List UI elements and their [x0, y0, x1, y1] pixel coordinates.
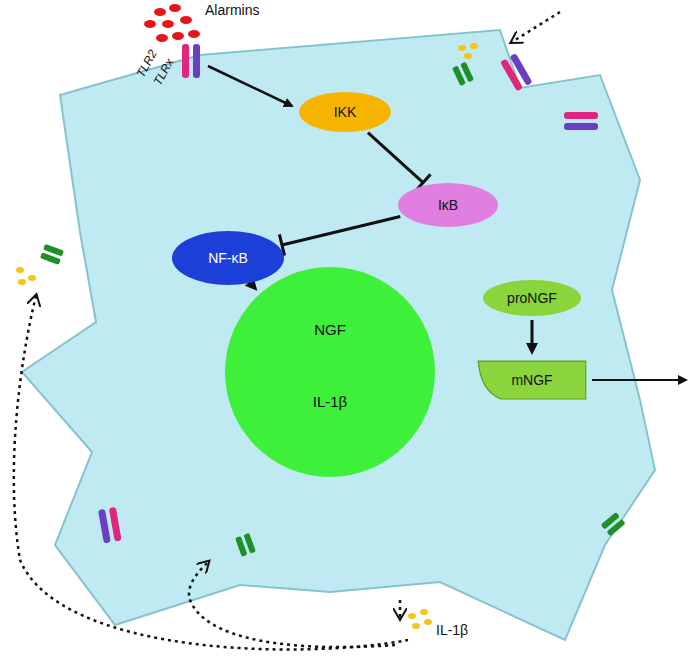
protein-node: mNGF — [476, 359, 588, 401]
dashed-arrows — [14, 12, 560, 650]
cell-membrane — [22, 30, 655, 640]
il1b-dots — [16, 43, 478, 629]
il1-receptors — [40, 62, 626, 557]
protein-node: NF-κB — [172, 231, 284, 285]
cytokine-label: IL-1β — [436, 622, 468, 638]
protein-node: IKK — [299, 92, 391, 132]
signal-arrow — [208, 66, 292, 106]
tlr-receptors — [98, 44, 598, 543]
node-label: IKK — [334, 104, 357, 120]
inhibition-connector — [279, 217, 400, 256]
release-arrow — [592, 379, 686, 381]
gene-name: IL-1β — [313, 393, 347, 410]
activation-connector — [526, 320, 538, 355]
protein-node: IκB — [398, 183, 498, 227]
node-label: mNGF — [511, 372, 552, 388]
protein-node: proNGF — [483, 280, 581, 316]
alarmins-label: Alarmins — [205, 2, 259, 18]
node-label: proNGF — [507, 290, 557, 306]
inhibition-connector — [368, 133, 431, 191]
gene-name: NGF — [314, 321, 346, 338]
node-label: IκB — [438, 197, 458, 213]
alarmin-dots — [144, 4, 200, 42]
node-label: NF-κB — [208, 250, 248, 266]
nucleus: NGF IL-1β — [225, 267, 435, 477]
